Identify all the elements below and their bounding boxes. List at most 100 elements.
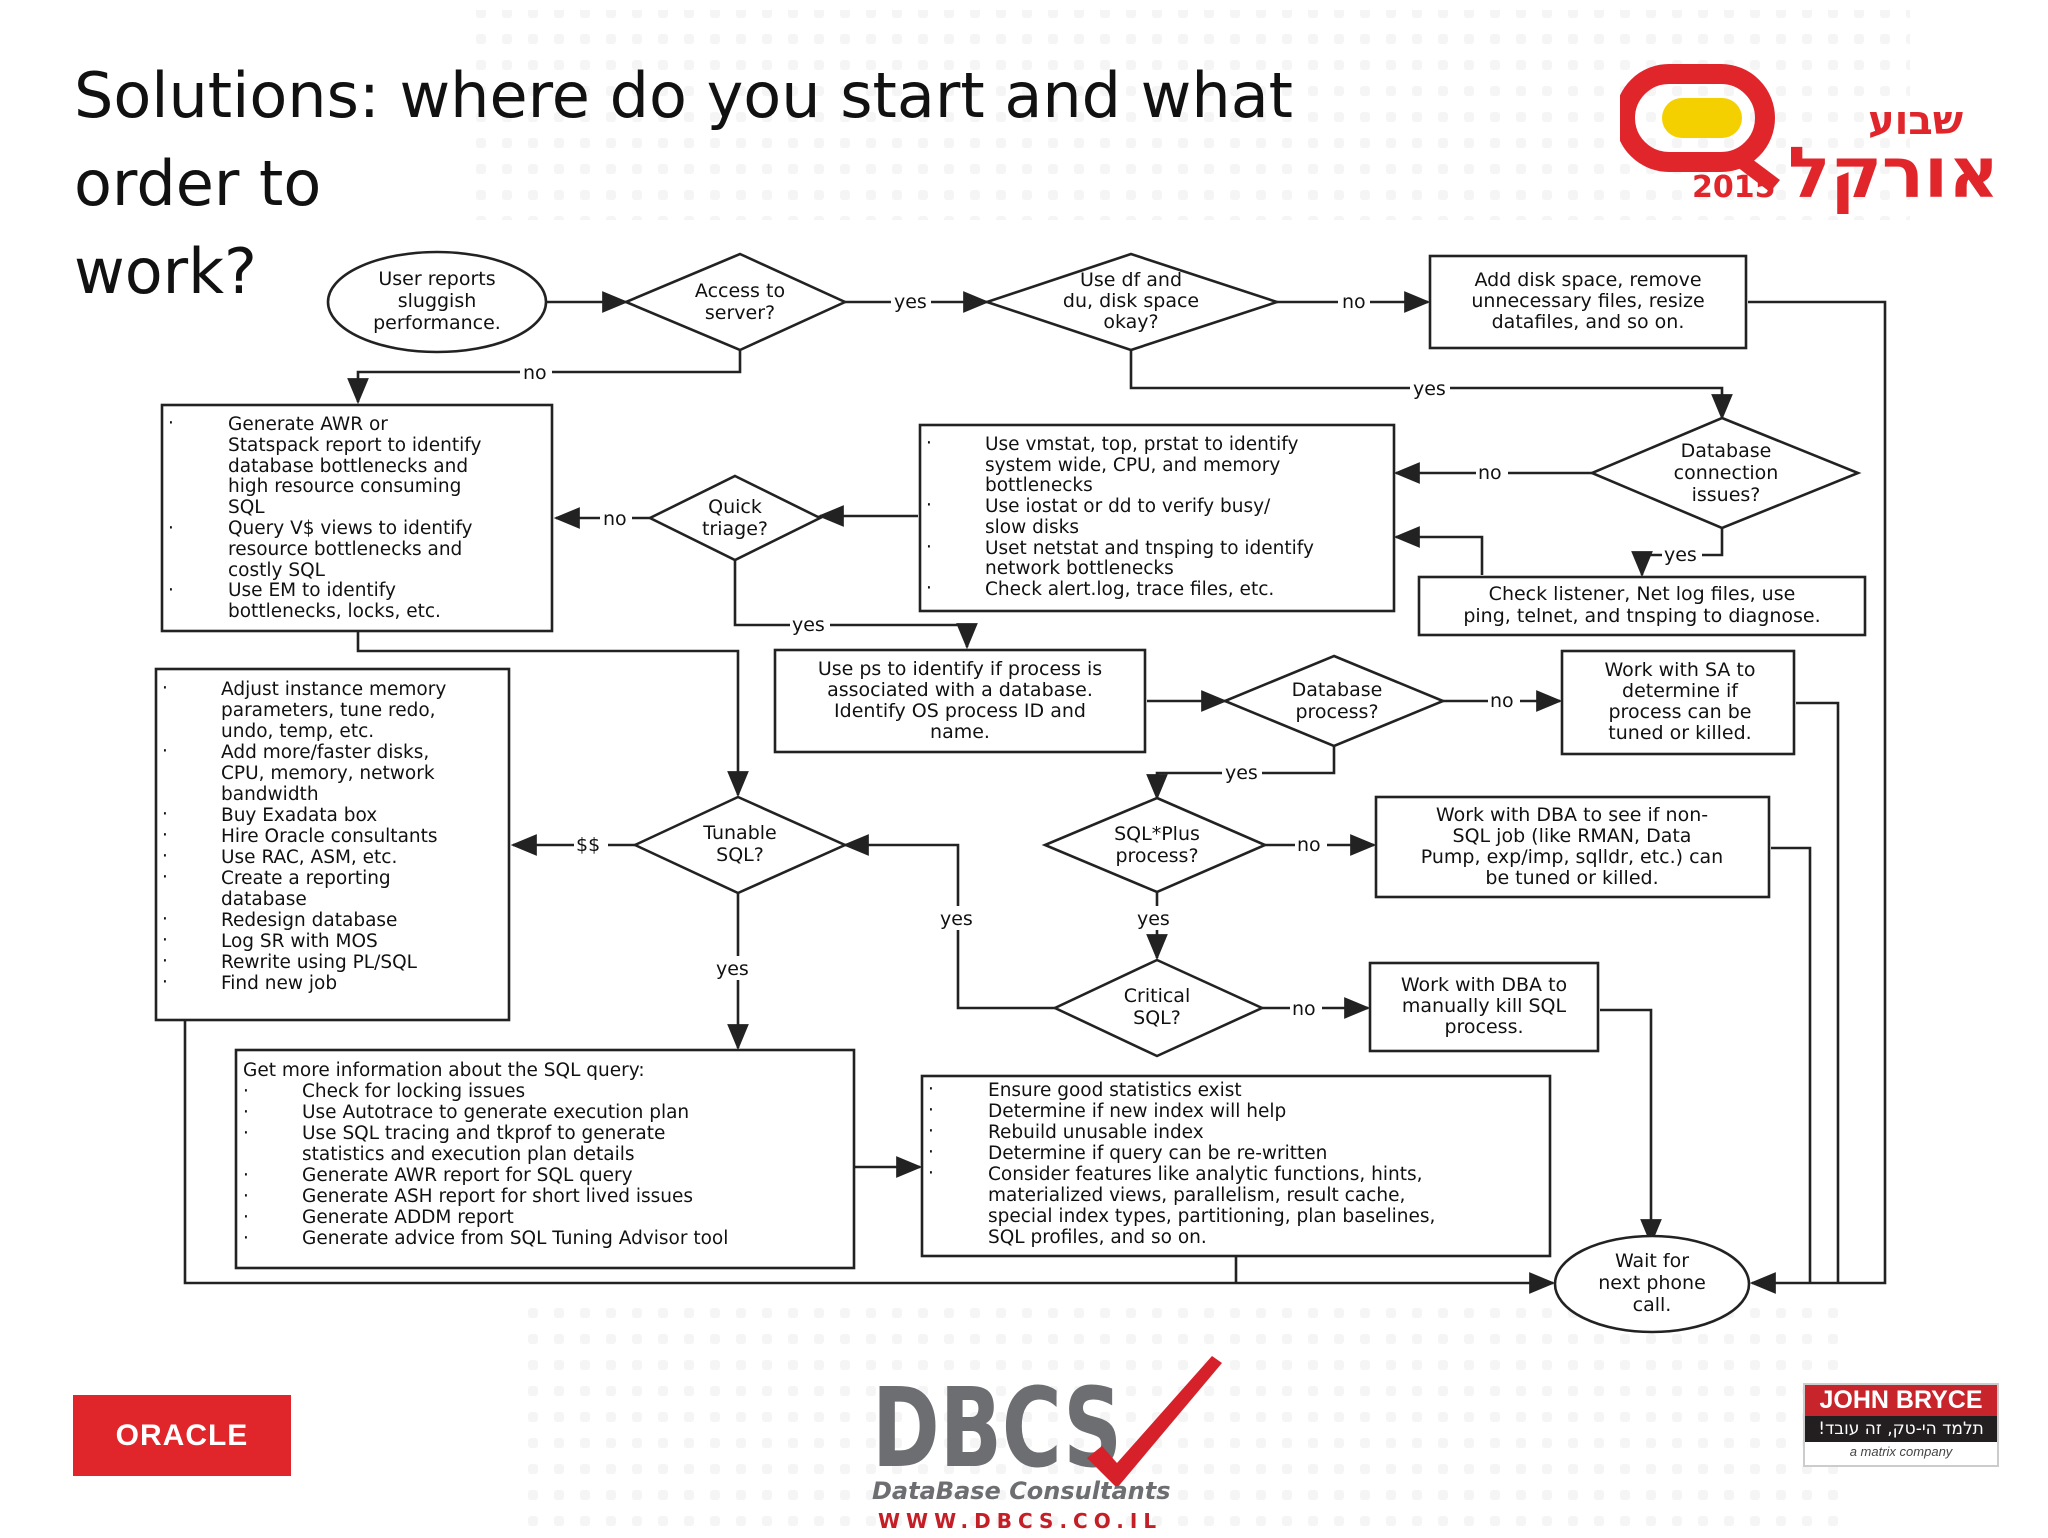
node-text: Work with DBA to xyxy=(1401,974,1567,996)
bullet-mark: · xyxy=(162,909,168,930)
dbcs-mark: DBCS xyxy=(872,1364,1122,1492)
node-db-connection: Database connection issues? xyxy=(1588,416,1862,530)
node-text: process can be xyxy=(1609,701,1752,723)
node-text: Determine if query can be re-written xyxy=(988,1143,1327,1164)
label-yes-sqlplus: yes xyxy=(1137,908,1170,930)
edge-add-wait xyxy=(1748,300,1887,1294)
node-text: Redesign database xyxy=(221,910,397,931)
node-bullets: · · · · · xyxy=(928,1079,934,1184)
node-critical-sql: Critical SQL? xyxy=(1051,958,1266,1058)
node-generate-awr: · · · Generate AWR or Statspack report t… xyxy=(160,403,554,633)
bullet-mark: · xyxy=(168,580,174,601)
node-text: Use vmstat, top, prstat to identify xyxy=(985,434,1298,455)
label-yes-tunable: yes xyxy=(716,958,749,980)
node-text: connection xyxy=(1674,462,1779,484)
dbcs-logo: DBCS DataBase Consultants WWW.DBCS.CO.IL xyxy=(872,1356,1222,1533)
bullet-mark: · xyxy=(243,1228,249,1249)
label-no-df: no xyxy=(1342,291,1366,313)
label-no-dbproc: no xyxy=(1490,690,1514,712)
node-text: Check alert.log, trace files, etc. xyxy=(985,579,1274,600)
bullet-mark: · xyxy=(243,1081,249,1102)
node-bullets: · · · · · · · · · · xyxy=(162,678,168,993)
node-text: resource bottlenecks and xyxy=(228,539,462,560)
node-text: statistics and execution plan details xyxy=(302,1144,635,1165)
john-bryce-logo: JOHN BRYCE תלמד הי-טק, זה עובד! a matrix… xyxy=(1803,1383,1999,1467)
dbcs-tagline: DataBase Consultants xyxy=(872,1477,1171,1505)
label-no-access: no xyxy=(523,362,547,384)
bullet-mark: · xyxy=(243,1165,249,1186)
node-use-df: Use df and du, disk space okay? xyxy=(982,252,1282,352)
bullet-mark: · xyxy=(926,433,932,454)
node-text: Use Autotrace to generate execution plan xyxy=(302,1102,689,1123)
node-quick-triage: Quick triage? xyxy=(647,474,823,562)
node-text: Use SQL tracing and tkprof to generate xyxy=(302,1123,665,1144)
node-text: issues? xyxy=(1692,484,1761,506)
node-text: database xyxy=(221,889,307,910)
node-text: materialized views, parallelism, result … xyxy=(988,1185,1405,1206)
node-text: manually kill SQL xyxy=(1402,995,1567,1017)
node-text: Add disk space, remove xyxy=(1474,269,1701,291)
slide-title-line2: work? xyxy=(74,235,257,308)
bullet-mark: · xyxy=(926,495,932,516)
john-bryce-wordmark: JOHN BRYCE xyxy=(1805,1385,1997,1416)
node-text: Generate AWR or xyxy=(228,414,388,435)
edge-dba-wait xyxy=(1771,846,1812,1283)
node-text: Work with SA to xyxy=(1604,659,1755,681)
bullet-mark: · xyxy=(168,413,174,434)
node-tunable-sql: Tunable SQL? xyxy=(631,795,849,895)
checkmark-icon xyxy=(1087,1356,1222,1488)
node-ensure-stats: · · · · · Ensure good statistics exist D… xyxy=(920,1074,1552,1258)
bullet-mark: · xyxy=(928,1079,934,1100)
label-yes-dbproc: yes xyxy=(1225,762,1258,784)
node-text: Use ps to identify if process is xyxy=(818,658,1102,680)
node-access-server: Access to server? xyxy=(622,252,849,352)
node-text: Pump, exp/imp, sqlldr, etc.) can xyxy=(1421,846,1723,868)
node-text: bottlenecks xyxy=(985,475,1093,496)
node-bullets: · · · xyxy=(168,413,174,601)
node-text: ping, telnet, and tnsping to diagnose. xyxy=(1463,605,1820,627)
node-text: bandwidth xyxy=(221,784,319,805)
node-text: special index types, partitioning, plan … xyxy=(988,1206,1435,1227)
node-text: Generate AWR report for SQL query xyxy=(302,1165,633,1186)
node-text: Wait for xyxy=(1615,1250,1689,1272)
node-work-dba-kill: Work with DBA to manually kill SQL proce… xyxy=(1368,961,1600,1053)
node-text: Identify OS process ID and xyxy=(834,700,1086,722)
node-text: Rewrite using PL/SQL xyxy=(221,952,418,973)
john-bryce-slogan: תלמד הי-טק, זה עובד! xyxy=(1805,1416,1997,1442)
node-text: SQL job (like RMAN, Data xyxy=(1453,825,1692,847)
node-text: Buy Exadata box xyxy=(221,805,377,826)
slide-title-line1: Solutions: where do you start and what o… xyxy=(74,59,1293,220)
bullet-mark: · xyxy=(162,846,168,867)
node-text: next phone xyxy=(1598,1272,1706,1294)
node-text: Check listener, Net log files, use xyxy=(1489,583,1796,605)
label-yes-triage: yes xyxy=(792,614,825,636)
node-use-ps: Use ps to identify if process is associa… xyxy=(773,648,1147,754)
node-text: process. xyxy=(1444,1016,1523,1038)
node-text: SQL*Plus xyxy=(1114,823,1200,845)
bullet-mark: · xyxy=(926,537,932,558)
node-text: process? xyxy=(1115,845,1198,867)
node-work-dba-nonsql: Work with DBA to see if non- SQL job (li… xyxy=(1374,795,1771,899)
node-add-disk: Add disk space, remove unnecessary files… xyxy=(1428,254,1748,350)
oracle-week-year: 2015 xyxy=(1692,170,1776,205)
node-text: network bottlenecks xyxy=(985,558,1174,579)
node-sqlplus-process: SQL*Plus process? xyxy=(1041,796,1269,894)
edge-sa-wait xyxy=(1796,701,1840,1283)
node-text: SQL profiles, and so on. xyxy=(988,1227,1207,1248)
node-text: Log SR with MOS xyxy=(221,931,378,952)
node-text: call. xyxy=(1633,1294,1672,1316)
node-text: datafiles, and so on. xyxy=(1492,311,1685,333)
node-text: tuned or killed. xyxy=(1608,722,1751,744)
node-text: Ensure good statistics exist xyxy=(988,1080,1242,1101)
node-text: Use iostat or dd to verify busy/ xyxy=(985,496,1271,517)
node-get-more-info: Get more information about the SQL query… xyxy=(234,1048,856,1270)
node-text: Work with DBA to see if non- xyxy=(1436,804,1708,826)
node-text: parameters, tune redo, xyxy=(221,700,436,721)
john-bryce-company: a matrix company xyxy=(1849,1444,1953,1459)
node-text: Create a reporting xyxy=(221,868,391,889)
node-text: server? xyxy=(705,302,775,324)
node-text: determine if xyxy=(1622,680,1739,702)
node-text: Hire Oracle consultants xyxy=(221,826,438,847)
label-yes-df: yes xyxy=(1413,378,1446,400)
node-text: Database xyxy=(1292,679,1383,701)
